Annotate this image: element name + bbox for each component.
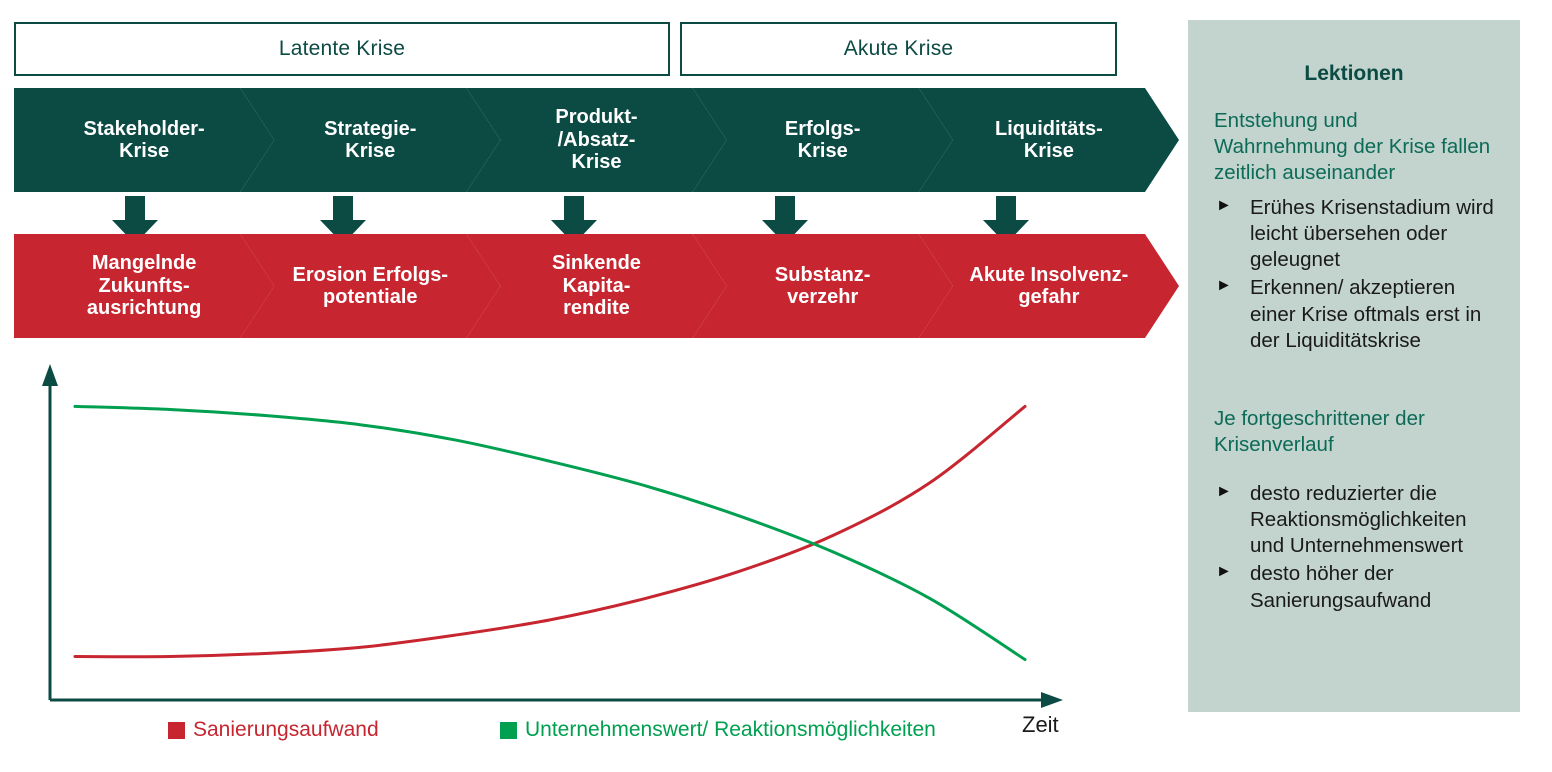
- sidebar-heading: Entstehung und Wahrnehmung der Krise fal…: [1214, 109, 1491, 185]
- x-axis-arrowhead: [1041, 692, 1063, 708]
- effect-label: Substanz-verzehr: [774, 263, 871, 308]
- arrow-shaft: [996, 196, 1016, 222]
- arrow-shaft: [775, 196, 795, 222]
- sidebar-bullet-item: ► desto reduzierter die Reaktionsmöglich…: [1214, 481, 1494, 560]
- legend-item-sanierungsaufwand: Sanierungsaufwand: [168, 718, 379, 742]
- phase-label: Akute Krise: [843, 37, 954, 60]
- stage-label: Liquiditäts-Krise: [995, 117, 1103, 162]
- effect-chevron-akute-insolvenzgefahr[interactable]: Akute Insolvenz-gefahr: [919, 234, 1179, 338]
- phase-label: Latente Krise: [278, 37, 406, 60]
- bullet-arrow-icon: ►: [1216, 563, 1232, 581]
- sidebar-bullet-list: ► desto reduzierter die Reaktionsmöglich…: [1214, 481, 1494, 614]
- sidebar-bullet-text: desto höher der Sanierungsaufwand: [1250, 562, 1432, 612]
- crisis-curve-chart: [0, 352, 1160, 772]
- series-line-sanierungsaufwand: [73, 404, 1027, 659]
- sidebar-title: Lektionen: [1304, 62, 1404, 85]
- x-axis-label: Zeit: [1022, 712, 1059, 737]
- sidebar-bullet-item: ► Erkennen/ akzeptieren einer Krise oftm…: [1214, 275, 1494, 354]
- bullet-arrow-icon: ►: [1216, 277, 1232, 295]
- effect-label: Erosion Erfolgs-potentiale: [292, 263, 449, 308]
- legend-swatch-icon: [168, 721, 185, 739]
- legend-item-unternehmenswert: Unternehmenswert/ Reaktionsmöglichkeiten: [500, 718, 936, 742]
- stage-label: Erfolgs-Krise: [784, 117, 861, 162]
- bullet-arrow-icon: ►: [1216, 196, 1232, 214]
- phase-box-akute-krise: Akute Krise: [680, 22, 1117, 76]
- chart-svg: [42, 364, 1063, 708]
- sidebar-block-1: Entstehung und Wahrnehmung der Krise fal…: [1214, 108, 1494, 354]
- lessons-sidebar: Lektionen Entstehung und Wahrnehmung der…: [1188, 20, 1520, 712]
- sidebar-bullet-item: ► Erühes Krisenstadium wird leicht übers…: [1214, 195, 1494, 274]
- bullet-arrow-icon: ►: [1216, 482, 1232, 500]
- stage-label: Stakeholder-Krise: [83, 117, 205, 162]
- stage-chevron-erfolgs[interactable]: Erfolgs-Krise: [693, 88, 953, 192]
- effect-label: Akute Insolvenz-gefahr: [969, 263, 1129, 308]
- stage-label: Produkt-/Absatz-Krise: [555, 106, 638, 174]
- sidebar-bullet-text: desto reduzierter die Reaktionsmöglichke…: [1250, 481, 1467, 558]
- effect-chevron-erosion-erfolgspotentiale[interactable]: Erosion Erfolgs-potentiale: [240, 234, 500, 338]
- sidebar-bullet-text: Erühes Krisenstadium wird leicht überseh…: [1250, 195, 1494, 272]
- sidebar-heading: Je fortgeschrittener der Krisenverlauf: [1214, 407, 1425, 457]
- legend-label: Unternehmenswert/ Reaktionsmöglichkeiten: [525, 718, 936, 741]
- sidebar-bullet-text: Erkennen/ akzeptieren einer Krise oftmal…: [1250, 276, 1482, 352]
- stage-chevron-strategie[interactable]: Strategie-Krise: [240, 88, 500, 192]
- stage-chevron-stakeholder[interactable]: Stakeholder-Krise: [14, 88, 274, 192]
- sidebar-bullet-list: ► Erühes Krisenstadium wird leicht übers…: [1214, 195, 1494, 354]
- sidebar-bullet-item: ► desto höher der Sanierungsaufwand: [1214, 561, 1494, 613]
- crisis-stage-row: Stakeholder-Krise Strategie-Krise Produk…: [0, 88, 1160, 192]
- arrow-shaft: [333, 196, 353, 222]
- y-axis-arrowhead: [42, 364, 58, 386]
- legend-label: Sanierungsaufwand: [193, 718, 379, 741]
- phase-box-latente-krise: Latente Krise: [14, 22, 670, 76]
- stage-chevron-liquiditaets[interactable]: Liquiditäts-Krise: [919, 88, 1179, 192]
- series-line-unternehmenswert: [73, 404, 1027, 662]
- sidebar-block-2: Je fortgeschrittener der Krisenverlauf ►…: [1214, 406, 1494, 614]
- stage-chevron-produkt-absatz[interactable]: Produkt-/Absatz-Krise: [466, 88, 726, 192]
- effect-chevron-substanzverzehr[interactable]: Substanz-verzehr: [693, 234, 953, 338]
- legend-swatch-icon: [500, 721, 517, 739]
- arrow-shaft: [125, 196, 145, 222]
- stage-label: Strategie-Krise: [324, 117, 417, 162]
- arrow-shaft: [564, 196, 584, 222]
